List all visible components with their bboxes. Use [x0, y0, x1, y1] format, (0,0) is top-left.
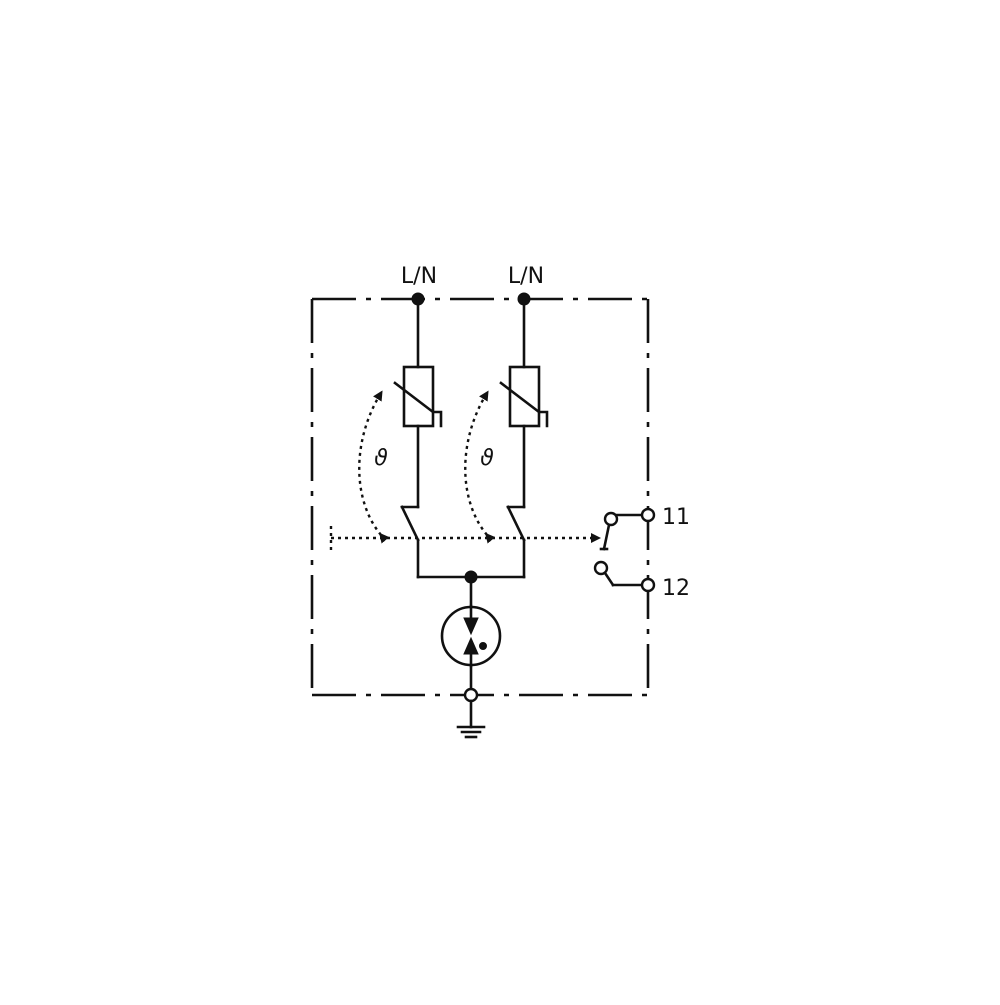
thermal-disconnector-icon: [506, 505, 526, 542]
remote-contact-icon: [593, 511, 644, 587]
mechanical-linkage: [329, 526, 601, 552]
thermal-coupling-arrow-left: [358, 390, 390, 544]
enclosure-outline: [310, 297, 650, 697]
branch-right: ϑ: [464, 297, 549, 579]
thermal-symbol-left: ϑ: [374, 446, 388, 471]
thermal-coupling-arrow-right: [464, 390, 496, 544]
branch-left: ϑ: [358, 297, 443, 579]
contact-terminal-11: [640, 507, 656, 523]
contact-terminal-12: [640, 577, 656, 593]
thermal-disconnector-icon: [400, 505, 420, 542]
varistor-icon: [393, 365, 443, 428]
contact-label-11: 11: [662, 505, 690, 530]
terminal-label-left: L/N: [401, 264, 437, 289]
contact-label-12: 12: [662, 576, 690, 601]
ground-terminal: [463, 687, 479, 703]
terminal-label-right: L/N: [508, 264, 544, 289]
varistor-icon: [499, 365, 549, 428]
thermal-symbol-right: ϑ: [480, 446, 494, 471]
spark-gap-icon: [440, 604, 502, 668]
ground-icon: [456, 699, 486, 739]
